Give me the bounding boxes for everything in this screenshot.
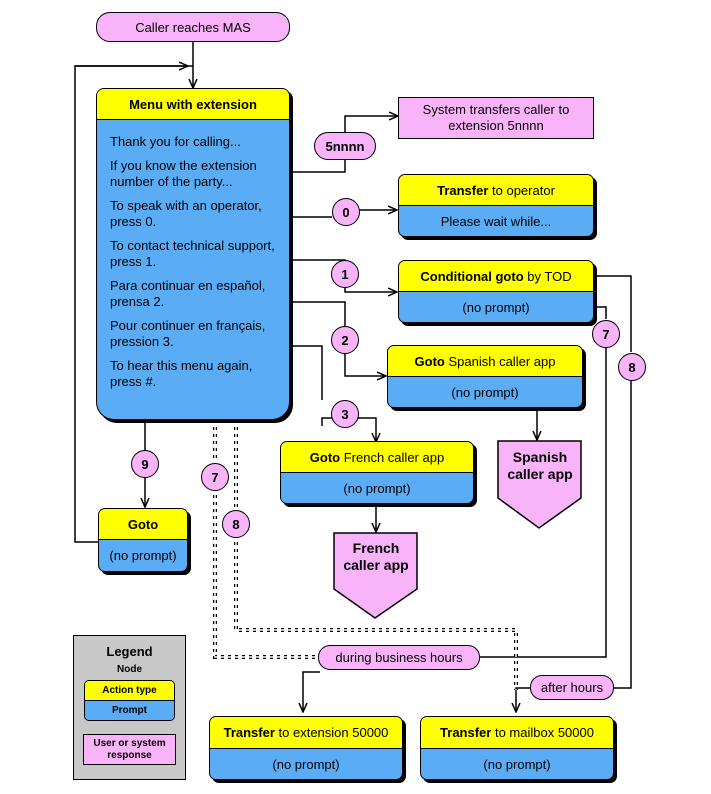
- transfer-mbox-prompt: (no prompt): [483, 757, 551, 772]
- action-target: Spanish caller app: [444, 353, 556, 369]
- action-type: Transfer: [223, 725, 275, 740]
- legend-response-sample: User or system response: [83, 734, 176, 765]
- legend-title: Legend: [106, 644, 153, 659]
- ext-transfer-response[interactable]: System transfers caller to extension 5nn…: [398, 97, 594, 139]
- menu-action-type: Menu with extension: [97, 89, 289, 120]
- business-hours-label[interactable]: during business hours: [318, 645, 480, 670]
- key-3[interactable]: 3: [331, 400, 359, 428]
- goto-action: Goto: [99, 509, 187, 540]
- operator-prompt: Please wait while...: [440, 213, 552, 229]
- spanish-app-shape[interactable]: [497, 440, 583, 530]
- action-target: by TOD: [523, 268, 572, 284]
- after-hours-label[interactable]: after hours: [530, 675, 614, 700]
- menu-line: If you know the extension number of the …: [110, 158, 257, 189]
- key-7-tod[interactable]: 7: [592, 320, 620, 348]
- key-7[interactable]: 7: [201, 463, 229, 491]
- transfer-mailbox-node[interactable]: Transfer to mailbox 50000 (no prompt): [420, 716, 614, 780]
- transfer-mbox-action: Transfer to mailbox 50000: [421, 717, 613, 749]
- menu-line: To contact technical support, press 1.: [110, 238, 275, 269]
- menu-prompt: Thank you for calling... If you know the…: [97, 120, 289, 390]
- menu-node[interactable]: Menu with extension Thank you for callin…: [96, 88, 290, 420]
- legend-node-sample: Action type Prompt: [84, 680, 175, 721]
- tod-action: Conditional goto by TOD: [399, 261, 593, 292]
- menu-line: Pour continuer en français, pression 3.: [110, 318, 266, 349]
- action-type: Transfer: [440, 725, 492, 740]
- action-type: Goto: [414, 353, 445, 369]
- legend-prompt: Prompt: [85, 701, 174, 720]
- spanish-action: Goto Spanish caller app: [388, 346, 582, 377]
- start-node[interactable]: Caller reaches MAS: [96, 12, 290, 42]
- action-target: to mailbox 50000: [491, 725, 594, 740]
- action-type: Transfer: [437, 182, 489, 198]
- tod-node[interactable]: Conditional goto by TOD (no prompt): [398, 260, 594, 323]
- action-target: to extension 50000: [274, 725, 389, 740]
- transfer-ext-prompt: (no prompt): [272, 757, 340, 772]
- key-5nnnn[interactable]: 5nnnn: [314, 132, 376, 160]
- goto-prompt: (no prompt): [109, 548, 177, 563]
- spanish-prompt: (no prompt): [451, 384, 519, 400]
- goto-node[interactable]: Goto (no prompt): [98, 508, 188, 572]
- french-action: Goto French caller app: [281, 442, 473, 473]
- key-1[interactable]: 1: [331, 260, 359, 288]
- menu-line: Para continuar en español, prensa 2.: [110, 278, 266, 309]
- key-8-tod[interactable]: 8: [618, 353, 646, 381]
- spanish-app-label: Spanish caller app: [507, 449, 573, 482]
- action-type: Conditional goto: [420, 268, 524, 284]
- action-target: to operator: [488, 182, 555, 198]
- key-2[interactable]: 2: [331, 326, 359, 354]
- key-8[interactable]: 8: [222, 510, 250, 538]
- operator-action: Transfer to operator: [399, 175, 593, 206]
- legend-action-type: Action type: [85, 681, 174, 701]
- french-prompt: (no prompt): [343, 480, 411, 496]
- spanish-goto-node[interactable]: Goto Spanish caller app (no prompt): [387, 345, 583, 408]
- action-target: French caller app: [340, 449, 445, 465]
- key-9[interactable]: 9: [131, 450, 159, 478]
- french-goto-node[interactable]: Goto French caller app (no prompt): [280, 441, 474, 504]
- start-label: Caller reaches MAS: [135, 19, 251, 35]
- legend-node-label: Node: [117, 664, 142, 675]
- legend: Legend Node Action type Prompt User or s…: [73, 635, 186, 780]
- operator-node[interactable]: Transfer to operator Please wait while..…: [398, 174, 594, 237]
- action-type: Goto: [309, 449, 341, 465]
- transfer-extension-node[interactable]: Transfer to extension 50000 (no prompt): [209, 716, 403, 780]
- menu-line: To speak with an operator, press 0.: [110, 198, 262, 229]
- transfer-ext-action: Transfer to extension 50000: [210, 717, 402, 749]
- french-app-shape[interactable]: [333, 532, 419, 620]
- menu-line: To hear this menu again, press #.: [110, 358, 253, 389]
- key-0[interactable]: 0: [332, 198, 360, 226]
- french-app-label: French caller app: [343, 540, 409, 573]
- menu-line: Thank you for calling...: [110, 134, 241, 149]
- tod-prompt: (no prompt): [462, 299, 530, 315]
